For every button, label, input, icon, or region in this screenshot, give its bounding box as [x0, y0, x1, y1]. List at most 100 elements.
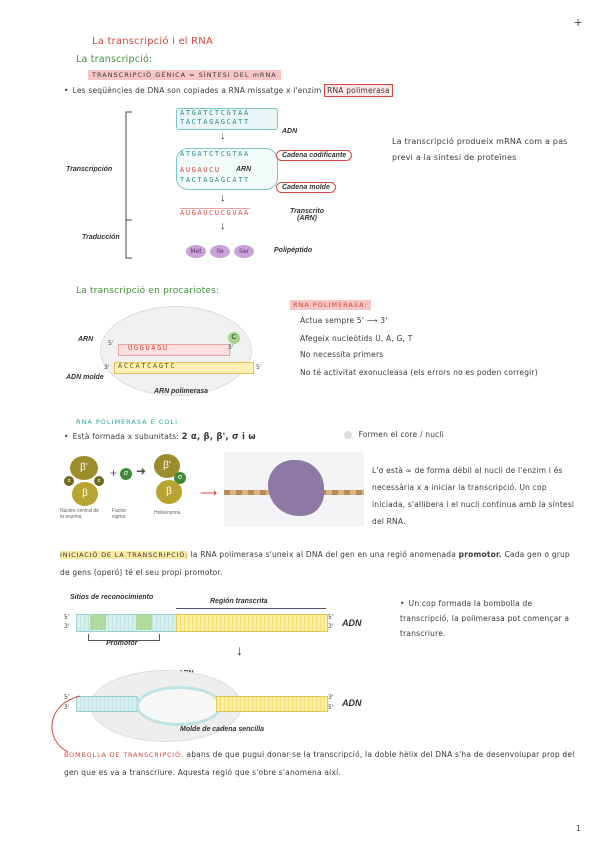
- label-promotor: Promotor: [106, 640, 138, 647]
- arrow-right-red-icon: ⟶: [200, 486, 218, 500]
- rna-growing-seq: AUGAUCU: [180, 166, 221, 174]
- arrow-down-icon: ↓: [220, 220, 226, 232]
- label-3prime: 3': [64, 623, 70, 630]
- rnapol-item-1: Actua sempre 5' ⟶ 3': [300, 316, 388, 325]
- promotor-word: promotor.: [458, 550, 502, 559]
- core-note: Formen el core / nucli: [344, 430, 444, 439]
- label-arn: ARN: [236, 166, 252, 173]
- figure-promoter: Sitios de reconocimiento Región transcri…: [60, 590, 390, 760]
- label-5prime: 5': [64, 614, 70, 621]
- label-sitios: Sitios de reconocimiento: [70, 594, 154, 601]
- dna-opened: [176, 148, 278, 190]
- label-3prime-low: 3': [64, 704, 70, 711]
- figure-holoenzyme: β' α α β + σ ➜ β' σ β Núcleo central de …: [60, 450, 220, 530]
- label-arn: ARN: [78, 336, 94, 343]
- bullet-1-text: Les seqüències de DNA son copiades a RNA…: [64, 86, 321, 95]
- template-seq: TACTAGAGCATT: [180, 176, 250, 184]
- transcription-bubble: [136, 686, 222, 726]
- page-title: La transcripció i el RNA: [92, 36, 214, 47]
- promotor-bracket: [88, 634, 160, 641]
- section-title-procariotes: La transcripció en procariotes:: [76, 286, 220, 296]
- core-note-text: Formen el core / nucli: [358, 430, 445, 439]
- coding-seq: ATGATCTCGTAA: [180, 150, 250, 158]
- circle-icon: [344, 431, 352, 439]
- initiation-heading: INICIACIÓ DE LA TRANSCRIPCIÓ:: [60, 551, 188, 559]
- subunit-beta: β: [72, 482, 98, 506]
- bombolla-heading: BOMBOLLA DE TRANSCRIPCIÓ:: [64, 751, 184, 759]
- label-transcripcion: Transcripción: [66, 166, 113, 173]
- subunit-alpha: α: [94, 476, 104, 486]
- arrow-down-icon: ↓: [236, 642, 243, 658]
- peptide-ile: Ile: [210, 245, 230, 258]
- initiation-paragraph: INICIACIÓ DE LA TRANSCRIPCIÓ: la RNA pol…: [60, 546, 580, 581]
- label-polipeptido: Polipéptido: [274, 247, 313, 254]
- sigma-note: L'σ està ∞ de forma dèbil al nucli de l'…: [372, 466, 575, 526]
- label-3prime-low-right: 3': [328, 694, 334, 701]
- holo-sigma: σ: [174, 472, 186, 484]
- plus-icon[interactable]: +: [574, 14, 583, 30]
- rnapol-heading: RNA POLIMERASA:: [290, 300, 371, 310]
- label-region: Región transcrita: [210, 598, 268, 605]
- label-holoenzima: Holoenzima: [154, 510, 181, 516]
- rnapol-item-2: Afegeix nucleòtids U, A, G, T: [300, 334, 413, 343]
- arrow-down-icon: ↓: [220, 130, 226, 142]
- nucleotide-c: C: [228, 332, 240, 344]
- rna-strand: [118, 344, 230, 356]
- section-title-transcripcio: La transcripció:: [76, 54, 153, 65]
- plus-sign: +: [110, 466, 118, 480]
- holo-beta: β: [156, 480, 182, 504]
- figure-transcription-translation: Transcripción Traducción ATGATCTCGTAA TA…: [60, 100, 380, 275]
- rna-polimerasa-highlight: RNA polimerasa: [324, 84, 393, 97]
- label-arn-polimerasa: ARN polimerasa: [154, 388, 209, 395]
- ecoli-heading: RNA POLIMERASA E COLI: [76, 418, 179, 426]
- dna-double-strand: [176, 108, 278, 130]
- dna-seq-bottom: TACTAGAGCATT: [180, 118, 250, 126]
- label-5prime-top: 5': [108, 340, 114, 347]
- bombolla-paragraph: BOMBOLLA DE TRANSCRIPCIÓ: abans de que p…: [64, 746, 584, 781]
- bullet-1: Les seqüències de DNA son copiades a RNA…: [64, 84, 484, 97]
- recognition-site-1: [90, 614, 106, 630]
- dna-right: [216, 696, 328, 712]
- region-bracket: [176, 608, 326, 609]
- label-5prime-low: 5': [64, 694, 70, 701]
- label-traduccion: Traducción: [82, 234, 120, 241]
- definition-banner: TRANSCRIPCIÓ GÈNICA = SÍNTESI DEL mRNA: [88, 70, 281, 80]
- enzyme-blob: [268, 460, 324, 516]
- ecoli-subunits: 2 α, β, β', σ i ω: [181, 432, 256, 442]
- label-5prime-bottom: 5': [256, 364, 262, 371]
- label-cadena-molde: Cadena molde: [276, 182, 336, 193]
- arrow-right-icon: ➜: [136, 464, 147, 478]
- peptide-ser: Ser: [234, 245, 254, 258]
- label-molde: Molde de cadena sencilla: [180, 726, 265, 733]
- initiation-text-2: Cada gen o grup de gens (operó) té el se…: [60, 550, 570, 577]
- bombolla-side-note: Un cop formada la bombolla de transcripc…: [400, 596, 580, 641]
- side-note-transcripcio: La transcripció produeix mRNA com a pas …: [392, 137, 568, 162]
- peptide-met: Met: [186, 245, 206, 258]
- dna-transcribed-strand: [176, 614, 328, 632]
- bracket-icon: [125, 111, 132, 259]
- subunit-alpha: α: [64, 476, 74, 486]
- ecoli-bullet: Està formada x subunitats: 2 α, β, β', σ…: [64, 432, 256, 442]
- label-5prime-right: 5': [328, 614, 334, 621]
- arrow-down-icon: ↓: [220, 192, 226, 204]
- rnapol-item-4: No té activitat exonucleasa (els errors …: [300, 368, 538, 377]
- initiation-text-1: la RNA polimerasa s'uneix al DNA del gen…: [190, 550, 457, 559]
- dna-seq-top: ATGATCTCGTAA: [180, 109, 250, 117]
- callout-arc-icon: [51, 695, 81, 753]
- label-transcrito: Transcrito (ARN): [289, 208, 325, 222]
- label-5prime-low-right: 5': [328, 704, 334, 711]
- rna-seq: UGGUAGU: [128, 344, 169, 352]
- transcript-seq: AUGAUCUCGUAA: [180, 208, 250, 217]
- rnapol-item-3: No necessita primers: [300, 350, 384, 359]
- figure-prokaryote-polymerase: ARN UGGUAGU ACCATCAGTC C 3' 5' 3' 5' ADN…: [64, 300, 284, 400]
- label-adn-molde: ADN molde: [66, 374, 104, 381]
- recognition-site-2: [136, 614, 152, 630]
- label-3prime-top: 3': [228, 344, 234, 351]
- label-3prime-right: 3': [328, 623, 334, 630]
- label-nucleo-central: Núcleo central de la enzima: [60, 508, 99, 520]
- subunit-beta-prime: β': [70, 456, 98, 480]
- label-adn-2: ADN: [342, 698, 362, 708]
- dna-strand: [114, 362, 254, 374]
- bombolla-text: abans de que pugui donar-se la transcrip…: [64, 750, 575, 777]
- subunit-sigma: σ: [120, 468, 132, 480]
